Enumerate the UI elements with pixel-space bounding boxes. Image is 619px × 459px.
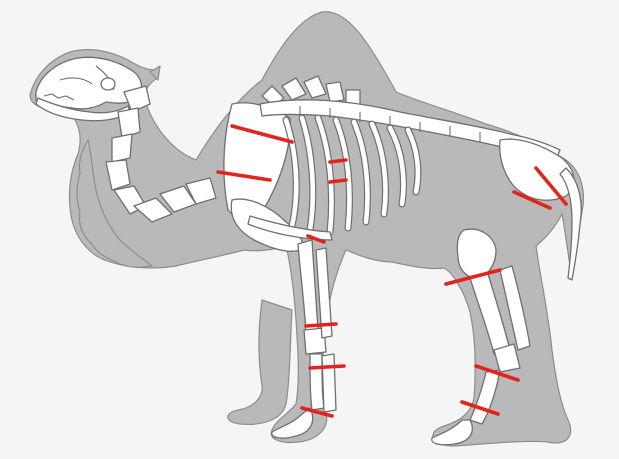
- cut-mark-rib-lower: [330, 180, 346, 182]
- cut-mark-forearm: [306, 324, 336, 326]
- cervical-vertebra: [118, 108, 140, 138]
- cut-mark-front-cannon: [310, 366, 344, 368]
- front-leg-far-silhouette: [228, 300, 292, 424]
- cut-mark-rib-upper: [330, 160, 346, 162]
- spinous-process: [326, 82, 344, 102]
- orbit: [101, 78, 115, 90]
- cervical-vertebra: [112, 134, 132, 162]
- far-metacarpal: [322, 354, 336, 412]
